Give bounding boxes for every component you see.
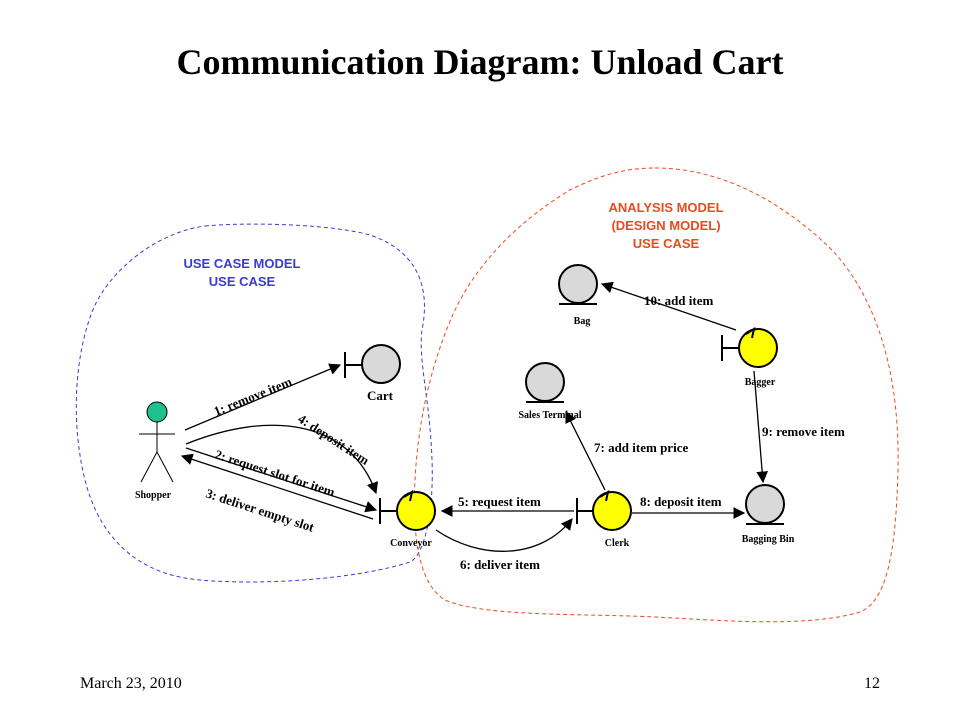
bagger-control-icon (721, 326, 778, 368)
msg-6-label: 6: deliver item (460, 557, 540, 572)
analysis-region-outline (413, 167, 899, 623)
edge-7-add-item-price (565, 410, 606, 491)
shopper-actor-icon (139, 401, 175, 483)
use-case-region-outline (75, 223, 433, 583)
conveyor-label: Conveyor (390, 538, 432, 549)
edge-3-deliver-empty-slot (180, 453, 374, 520)
conveyor-control-icon (379, 489, 436, 531)
analysis-region-label-line3: USE CASE (633, 236, 700, 251)
bag-entity-icon (558, 264, 598, 305)
shopper-label: Shopper (135, 490, 172, 501)
clerk-control-icon (576, 489, 632, 531)
sales-terminal-label: Sales Terminal (518, 410, 581, 421)
edge-10-add-item (600, 281, 737, 331)
edge-4-deposit-item (185, 424, 378, 495)
bagger-label: Bagger (745, 377, 776, 388)
bagging-bin-entity-icon (745, 484, 785, 525)
use-case-region-label-line2: USE CASE (209, 274, 276, 289)
footer-page-number: 12 (864, 675, 880, 692)
msg-7-label: 7: add item price (594, 440, 688, 455)
footer-date: March 23, 2010 (80, 675, 182, 692)
cart-label: Cart (367, 388, 394, 403)
edge-9-remove-item (753, 370, 768, 484)
edge-6-deliver-item (435, 518, 573, 552)
bag-label: Bag (574, 316, 591, 327)
clerk-label: Clerk (605, 538, 630, 549)
sales-terminal-entity-icon (525, 362, 565, 403)
msg-9-label: 9: remove item (762, 424, 845, 439)
cart-boundary-icon (344, 344, 401, 384)
msg-3-label: 3: deliver empty slot (204, 486, 317, 535)
edge-1-remove-item (184, 363, 342, 431)
analysis-region-label-line1: ANALYSIS MODEL (608, 200, 723, 215)
msg-2-label: 2: request slot for item (213, 447, 337, 500)
edge-2-request-slot (185, 447, 378, 513)
slide-title: Communication Diagram: Unload Cart (177, 42, 784, 82)
bagging-bin-label: Bagging Bin (742, 534, 795, 545)
use-case-region-label-line1: USE CASE MODEL (183, 256, 300, 271)
msg-4-label: 4: deposit item (295, 411, 372, 468)
msg-10-label: 10: add item (644, 293, 714, 308)
msg-8-label: 8: deposit item (640, 494, 722, 509)
msg-5-label: 5: request item (458, 494, 541, 509)
msg-1-label: 1: remove item (212, 374, 295, 419)
analysis-region-label-line2: (DESIGN MODEL) (611, 218, 720, 233)
